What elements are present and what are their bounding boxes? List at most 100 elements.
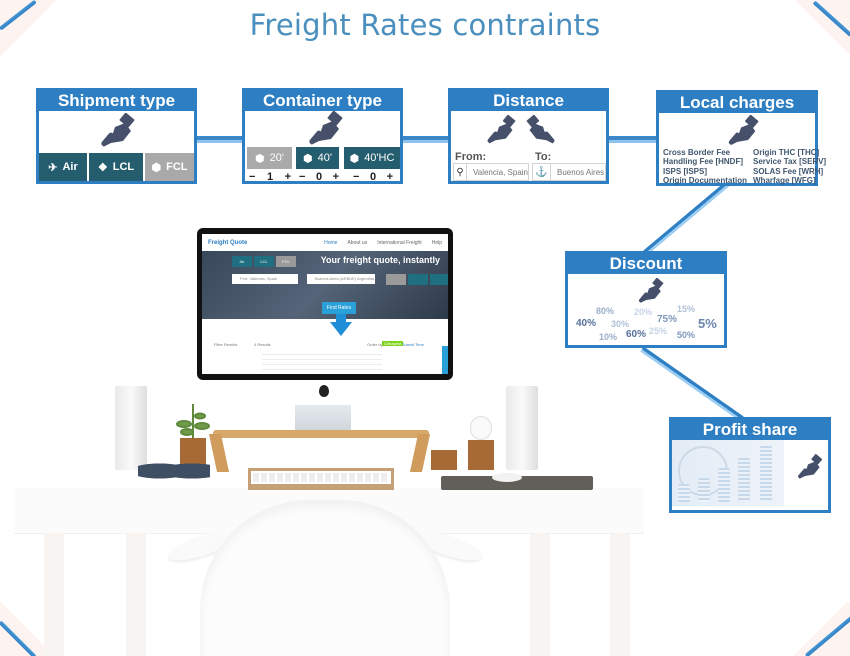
charge-item: Wharfage [WFG] [753,176,816,186]
discount-option[interactable]: 15% [677,304,696,314]
shipment-option-label: LCL [112,161,135,173]
map-pin-icon: ⚲ [454,164,467,180]
nav-link[interactable]: Help [431,239,442,246]
increment-button[interactable]: + [284,171,291,183]
coin-stack [738,458,750,502]
order-transit-time[interactable]: Transit Time [402,342,424,347]
discount-option[interactable]: 20% [634,307,653,317]
discount-option[interactable]: 40% [576,318,597,329]
nav-link[interactable]: Home [324,239,338,246]
pointing-hand-icon [93,112,137,151]
shipment-option-fcl[interactable]: ⬢ FCL [145,153,194,181]
plant-icon [176,404,210,440]
connector-discount-profit [640,346,744,422]
scrollbar[interactable] [442,346,448,374]
container-option-40[interactable]: ⬢ 40' [296,147,339,169]
coin-stacks-clock-image [672,440,784,506]
decrement-button[interactable]: − [249,171,256,183]
site-nav: Freight Quote Home About us Internationa… [202,234,448,251]
mode-chip-air[interactable]: Air [232,256,252,267]
desk-leg [44,533,64,656]
lamp-bulb [470,416,492,440]
container-option-40hc[interactable]: ⬢ 40'HC [344,147,400,169]
site-container-40[interactable] [408,274,428,285]
charge-item: Origin Documentation [663,176,747,186]
site-from-input[interactable]: Port, Valencia, Spain [232,274,298,284]
increment-button[interactable]: + [386,171,393,183]
charge-item: ISPS [ISPS] [663,166,708,176]
decrement-button[interactable]: − [353,171,360,183]
down-arrow-icon [330,322,352,336]
desk-leg [530,533,550,656]
wooden-riser-leg [208,434,230,472]
to-value: Buenos Aires [557,167,605,177]
shipment-option-lcl[interactable]: ❖ LCL [89,153,143,181]
decrement-button[interactable]: − [299,171,306,183]
box-icon: ⬢ [303,152,313,165]
coin-stack [718,468,730,502]
nav-link[interactable]: About us [347,239,368,246]
wooden-lamp-base [468,440,494,470]
to-input[interactable]: ⚓ Buenos Aires [532,163,606,181]
discount-option[interactable]: 5% [698,316,717,331]
container-option-label: 40'HC [364,152,395,164]
discount-option[interactable]: 10% [599,332,618,342]
pointing-hand-icon [301,110,345,149]
charge-item: Handling Fee [HNDF] [663,157,743,167]
container-option-label: 40' [317,152,332,164]
pointing-hand-icon-mirrored [523,114,563,147]
from-input[interactable]: ⚲ Valencia, Spain [453,163,529,181]
shipment-option-air[interactable]: ✈ Air [39,153,87,181]
site-container-40hc[interactable] [430,274,448,285]
discount-option[interactable]: 30% [611,319,630,329]
discount-title: Discount [568,254,724,274]
page-title: Freight Rates contraints [249,8,601,42]
container-type-title: Container type [245,91,400,111]
site-to-input[interactable]: Buenos Aires (ARBUE) Argentina [307,274,375,284]
profit-share-title: Profit share [672,420,828,440]
nav-link[interactable]: International Freight [377,239,422,246]
connector-distance-local-shade [608,140,658,143]
connector-shipment-container [196,136,242,140]
discount-option[interactable]: 60% [626,329,647,340]
to-label: To: [535,151,552,163]
site-container-20[interactable] [386,274,406,285]
coin-stack [760,446,772,502]
site-hero: Air LCL FCL Your freight quote, instantl… [202,251,448,319]
monitor: Freight Quote Home About us Internationa… [197,228,453,380]
container-option-label: 20' [269,152,284,164]
speaker-right [506,386,538,470]
container-option-20[interactable]: ⬢ 20' [247,147,292,169]
quantity-stepper-20: − 1 + [249,171,291,183]
wooden-riser-leg [409,434,431,472]
discount-option[interactable]: 80% [596,306,615,316]
coin-stack [698,478,710,502]
mode-chip-lcl[interactable]: LCL [254,256,274,267]
boxes-icon: ❖ [97,161,108,174]
order-by-label: Order by [367,342,383,347]
charge-item: Origin THC [THC] [753,148,820,157]
pointing-hand-icon [479,114,519,147]
distance-title: Distance [451,91,606,111]
results-list [262,350,382,372]
discount-option[interactable]: 50% [677,330,696,340]
order-cheapest[interactable]: Cheapest [382,341,404,346]
coin-stack [678,484,690,502]
monitor-stand [295,405,351,430]
mousepad [441,476,593,490]
mode-chip-fcl[interactable]: FCL [276,256,296,267]
local-charges-title: Local charges [659,93,815,113]
discount-option[interactable]: 75% [657,314,678,325]
increment-button[interactable]: + [332,171,339,183]
find-rates-button[interactable]: Find Rates [322,302,356,314]
pointing-hand-icon [792,453,824,482]
connector-container-distance-shade [402,140,450,143]
mouse [492,473,522,482]
distance-card: Distance From: To: ⚲ Valencia, Spain ⚓ B… [448,88,609,184]
connector-distance-local [608,136,658,140]
charge-item: Cross Border Fee [663,148,731,157]
discount-option[interactable]: 25% [649,326,668,336]
website-screenshot: Freight Quote Home About us Internationa… [202,234,448,374]
from-label: From: [455,151,487,163]
